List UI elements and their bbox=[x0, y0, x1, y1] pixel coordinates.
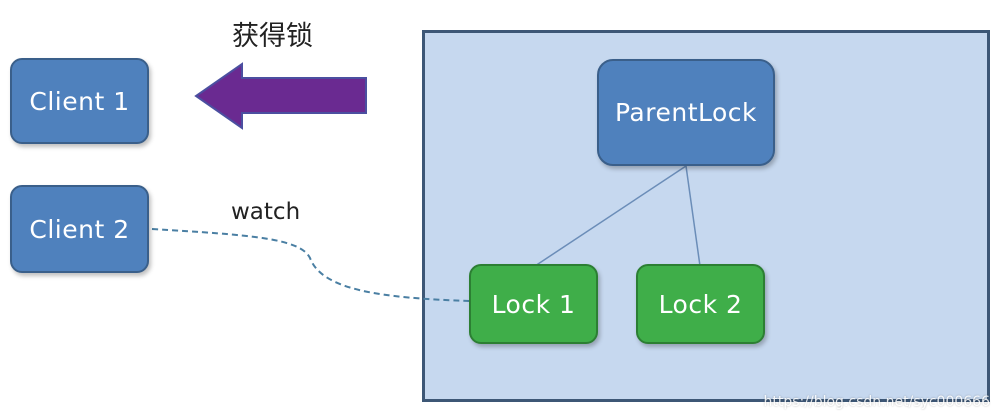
edge-parentlock-lock1 bbox=[534, 165, 687, 267]
client-1-label: Client 1 bbox=[29, 86, 130, 116]
watch-connector bbox=[151, 228, 471, 302]
lock-2-node[interactable]: Lock 2 bbox=[636, 264, 765, 344]
lock-1-node[interactable]: Lock 1 bbox=[469, 264, 598, 344]
acquire-lock-label: 获得锁 bbox=[232, 21, 313, 52]
acquire-lock-arrow bbox=[194, 62, 367, 130]
client-1-node[interactable]: Client 1 bbox=[10, 58, 149, 144]
client-2-label: Client 2 bbox=[29, 214, 130, 244]
lock-2-label: Lock 2 bbox=[658, 289, 743, 319]
watermark-text: https://blog.csdn.net/syc000666 bbox=[763, 394, 990, 410]
client-2-node[interactable]: Client 2 bbox=[10, 185, 149, 273]
watch-label: watch bbox=[231, 199, 301, 225]
parentlock-label: ParentLock bbox=[614, 98, 758, 127]
edge-parentlock-lock2 bbox=[685, 165, 701, 267]
lock-1-label: Lock 1 bbox=[491, 289, 576, 319]
parentlock-node[interactable]: ParentLock bbox=[597, 59, 775, 166]
